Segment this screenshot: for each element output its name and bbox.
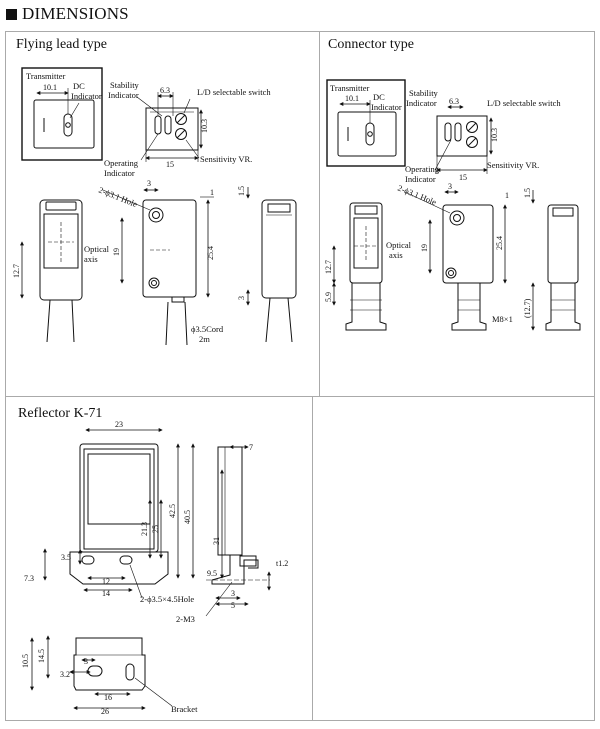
connector-dim-12-7-ref: (12.7) <box>523 298 532 318</box>
connector-front-view <box>332 202 387 331</box>
connector-hole-label: 2-ϕ3.1 Hole <box>396 183 438 208</box>
panel-divider <box>5 396 595 397</box>
connector-optical-label-1: Optical <box>386 240 412 250</box>
reflector-dim-5: 5 <box>231 601 235 610</box>
reflector-dim-31: 31 <box>212 537 221 545</box>
reflector-dim-12: 12 <box>102 577 110 586</box>
panel-divider <box>312 396 313 721</box>
flying-top-view <box>136 92 203 162</box>
reflector-dim-9-5: 9.5 <box>207 569 217 578</box>
reflector-dim-3: 3 <box>231 589 235 598</box>
connector-dim-10-1: 10.1 <box>345 94 359 103</box>
flying-dim-10-3: 10.3 <box>200 119 209 133</box>
flying-dim-1: 1 <box>210 188 214 197</box>
connector-dim-1-5: 1.5 <box>523 188 532 198</box>
reflector-m3-label: 2-M3 <box>176 614 195 624</box>
reflector-front-view <box>43 428 224 599</box>
flying-dim-3-bottom: 3 <box>237 296 246 300</box>
reflector-dim-25: 25 <box>151 525 160 533</box>
flying-dc-label-1: DC <box>73 81 85 91</box>
flying-cord-label-1: ϕ3.5Cord <box>191 324 224 334</box>
bracket-dim-16: 16 <box>104 693 112 702</box>
flying-dim-10-1: 10.1 <box>43 83 57 92</box>
reflector-dim-7: 7 <box>249 443 253 452</box>
connector-side-view <box>404 190 507 331</box>
flying-dim-1-5: 1.5 <box>237 186 246 196</box>
flying-hole-label: 2-ϕ3.1 Hole <box>97 185 139 210</box>
connector-stability-label-1: Stability <box>409 88 439 98</box>
flying-dim-12-7: 12.7 <box>12 264 21 278</box>
connector-dc-label-1: DC <box>373 92 385 102</box>
panel-divider <box>319 31 320 396</box>
flying-dc-label-2: Indicator <box>71 91 102 101</box>
flying-dim-15: 15 <box>166 160 174 169</box>
connector-dim-10-3: 10.3 <box>490 128 499 142</box>
flying-dim-6-3: 6.3 <box>160 86 170 95</box>
flying-end-view <box>246 187 297 343</box>
connector-dim-19: 19 <box>420 244 429 252</box>
flying-lead-title: Flying lead type <box>16 37 107 52</box>
flying-transmitter-label: Transmitter <box>26 71 66 81</box>
bracket-dim-14-5: 14.5 <box>37 649 46 663</box>
connector-sensitivity-label: Sensitivity VR. <box>487 160 539 170</box>
flying-front-view <box>20 199 83 343</box>
connector-ld-switch-label: L/D selectable switch <box>487 98 561 108</box>
connector-end-view <box>531 190 581 331</box>
flying-stability-label-1: Stability <box>110 80 140 90</box>
connector-top-view <box>434 105 493 174</box>
reflector-dim-40-5: 40.5 <box>183 510 192 524</box>
connector-transmitter-view <box>326 79 406 167</box>
bracket-dim-10-5: 10.5 <box>21 654 30 668</box>
reflector-dim-14: 14 <box>102 589 110 598</box>
reflector-dim-21-3: 21.3 <box>140 522 149 536</box>
flying-transmitter-view <box>21 67 103 161</box>
flying-sensitivity-label: Sensitivity VR. <box>200 154 252 164</box>
flying-dim-3: 3 <box>147 179 151 188</box>
bracket-view <box>30 635 173 710</box>
connector-dim-6-3: 6.3 <box>449 97 459 106</box>
reflector-hole-label: 2-ϕ3.5×4.5Hole <box>140 594 194 604</box>
flying-optical-label-1: Optical <box>84 244 110 254</box>
connector-dim-1: 1 <box>505 191 509 200</box>
flying-cord-label-2: 2m <box>199 334 210 344</box>
connector-thread-label: M8×1 <box>492 314 513 324</box>
reflector-dim-23: 23 <box>115 420 123 429</box>
connector-operating-label-2: Indicator <box>405 174 436 184</box>
flying-dim-25-4: 25.4 <box>206 246 215 260</box>
square-bullet-icon <box>6 8 17 20</box>
connector-operating-label-1: Operating <box>405 164 440 174</box>
flying-operating-label-2: Indicator <box>104 168 135 178</box>
bracket-dim-3: 3 <box>84 657 88 666</box>
bracket-label: Bracket <box>171 704 198 714</box>
connector-dim-25-4: 25.4 <box>495 236 504 250</box>
connector-dim-3: 3 <box>448 182 452 191</box>
connector-transmitter-label: Transmitter <box>330 83 370 93</box>
connector-type-title: Connector type <box>328 37 414 52</box>
flying-operating-label-1: Operating <box>104 158 139 168</box>
panel-grid <box>5 31 595 721</box>
reflector-dim-3-5: 3.5 <box>61 553 71 562</box>
connector-stability-label-2: Indicator <box>406 98 437 108</box>
flying-ld-switch-label: L/D selectable switch <box>197 87 271 97</box>
page-title: DIMENSIONS <box>6 4 129 24</box>
connector-dim-15: 15 <box>459 173 467 182</box>
reflector-dim-t1-2: t1.2 <box>276 559 288 568</box>
flying-dim-19: 19 <box>112 248 121 256</box>
connector-dc-label-2: Indicator <box>371 102 402 112</box>
reflector-dim-42-5: 42.5 <box>168 504 177 518</box>
reflector-dim-7-3: 7.3 <box>24 574 34 583</box>
reflector-title: Reflector K-71 <box>18 406 103 421</box>
title-text: DIMENSIONS <box>22 4 129 23</box>
connector-dim-5-9: 5.9 <box>324 292 333 302</box>
connector-dim-12-7: 12.7 <box>324 260 333 274</box>
reflector-side-view <box>205 445 271 617</box>
flying-optical-label-2: axis <box>84 254 98 264</box>
flying-stability-label-2: Indicator <box>108 90 139 100</box>
connector-optical-label-2: axis <box>389 250 403 260</box>
bracket-dim-3-2: 3.2 <box>60 670 70 679</box>
bracket-dim-26: 26 <box>101 707 109 716</box>
flying-side-view <box>102 188 214 346</box>
